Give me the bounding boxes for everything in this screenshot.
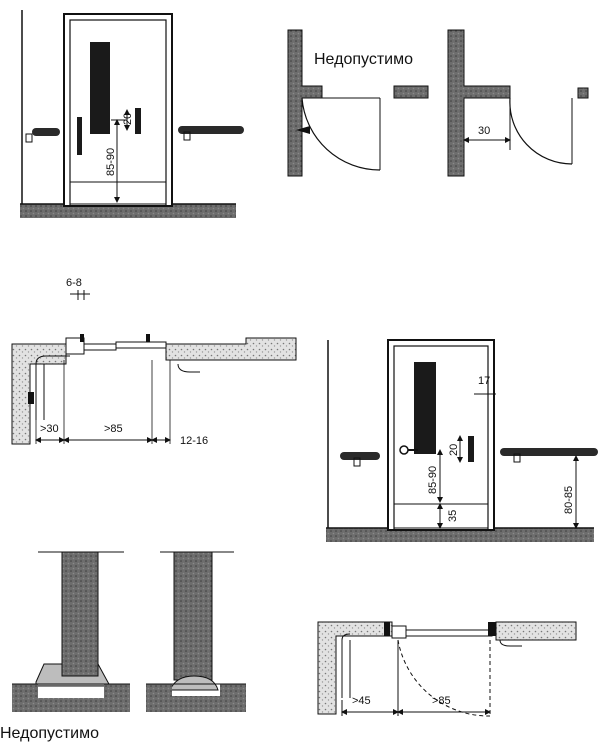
plan-clearance: 6-8 >30 >85 12-16 (11, 277, 297, 447)
handrail-left-2 (340, 452, 380, 460)
floor (20, 204, 236, 218)
wall-section-right (447, 29, 511, 177)
sign-plate-2 (468, 436, 474, 462)
dim-gt85-a: >85 (104, 423, 123, 435)
vision-panel (90, 42, 110, 134)
dim-20-top: 20 (122, 113, 134, 125)
door-frame-2 (387, 339, 495, 531)
door-leaf-section-1 (61, 551, 99, 677)
door-frame (63, 13, 173, 207)
handle-bar (77, 117, 82, 155)
dim-85-90-top: 85-90 (105, 148, 117, 176)
dim-gt30: >30 (40, 423, 59, 435)
handrail-left (32, 128, 60, 136)
wall-right (165, 337, 297, 361)
handrail-right-2 (500, 448, 598, 456)
dim-17: 17 (478, 375, 490, 387)
threshold-sections: Недопустимо (0, 551, 246, 742)
forbidden-label-top: Недопустимо (314, 51, 413, 68)
vision-panel-2 (414, 362, 436, 454)
dim-80-85: 80-85 (563, 486, 575, 514)
dim-35: 35 (447, 510, 459, 522)
dim-6-8: 6-8 (66, 277, 82, 289)
door-leaf-section-2 (173, 551, 213, 681)
dim-85-90-bottom: 85-90 (427, 466, 439, 494)
plan-swing: >45 >85 (317, 621, 577, 717)
floor-2 (326, 528, 594, 542)
dim-30: 30 (478, 125, 490, 137)
door-elevation-bottom: 20 85-90 35 17 80-85 (326, 339, 598, 542)
dim-gt85-b: >85 (432, 695, 451, 707)
forbidden-label-bottom: Недопустимо (0, 725, 99, 742)
dim-20-bottom: 20 (448, 444, 460, 456)
door-elevation-top: 85-90 20 (20, 10, 244, 218)
handrail-right (178, 126, 244, 134)
sign-plate (135, 108, 141, 134)
dim-12-16: 12-16 (180, 435, 208, 447)
dim-gt45: >45 (352, 695, 371, 707)
door-leaf (69, 19, 167, 207)
plan-forbidden-top: Недопустимо 30 (287, 29, 589, 177)
